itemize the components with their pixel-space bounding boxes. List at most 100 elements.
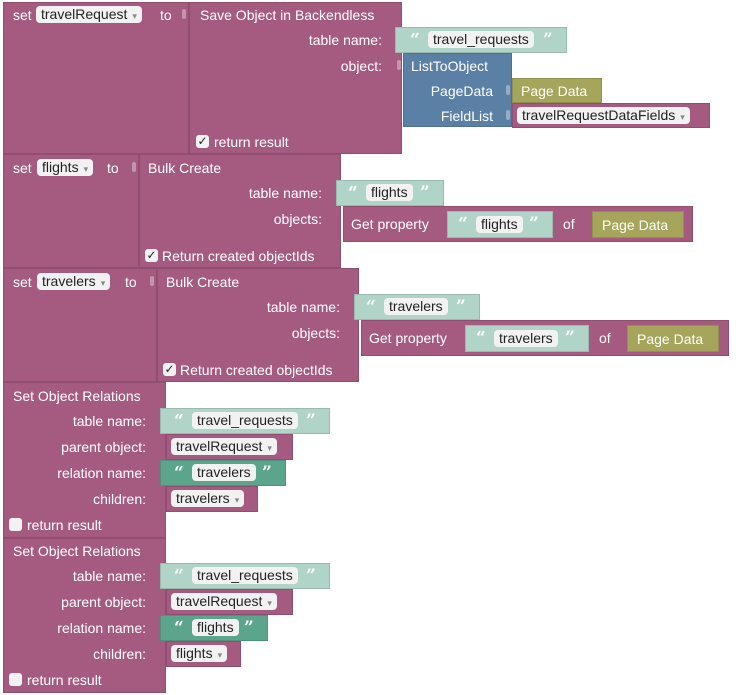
variable-dropdown-fieldlist[interactable]: travelRequestDataFields ▾ [517,107,690,124]
set-relations-title: Set Object Relations [13,543,141,559]
variable-dropdown-flights[interactable]: flights ▾ [37,159,94,176]
text-block-table[interactable] [160,408,330,434]
set-flights-block[interactable] [3,154,139,268]
text-block-property[interactable] [465,325,589,352]
list-to-object-block[interactable] [403,53,512,127]
of-label: of [599,330,611,346]
object-label: object: [340,58,382,74]
input-connector [132,162,136,172]
bulk-create-travelers-block[interactable] [157,268,359,382]
return-ids-checkbox[interactable]: ✓ [163,362,176,376]
page-data-block[interactable] [627,325,719,352]
variable-name: travelRequestDataFields [522,107,676,123]
return-ids-checkbox[interactable]: ✓ [145,248,158,262]
variable-name: travelRequest [41,6,128,22]
set-relations-travelers-block[interactable] [3,382,166,538]
return-result-label: return result [214,134,289,150]
open-quote-icon: “ [174,566,184,586]
close-quote-icon: ” [262,463,272,483]
relation-name-value[interactable]: travelers [192,464,256,481]
table-name-label: table name: [72,568,146,584]
table-name-label: table name: [248,185,322,201]
table-name-value[interactable]: travel_requests [192,412,298,429]
get-property-label: Get property [351,216,429,232]
of-label: of [563,216,575,232]
field-list-param-label: FieldList [440,108,493,124]
variable-name: flights [176,645,213,661]
table-name-value[interactable]: travel_requests [428,31,534,48]
input-connector [150,276,154,286]
table-name-value[interactable]: travel_requests [192,567,298,584]
dropdown-arrow-icon: ▾ [680,112,685,122]
set-relations-title: Set Object Relations [13,388,141,404]
variable-name: travelRequest [176,593,263,609]
relation-name-label: relation name: [57,465,146,481]
open-quote-icon: “ [174,463,184,483]
get-property-label: Get property [369,330,447,346]
open-quote-icon: “ [174,411,184,431]
variable-dropdown-travelrequest[interactable]: travelRequest▾ [36,6,142,23]
list-to-object-title: ListToObject [411,58,489,74]
close-quote-icon: ” [420,183,430,203]
save-object-title: Save Object in Backendless [200,7,375,23]
save-object-block[interactable] [189,2,402,154]
close-quote-icon: ” [543,30,553,50]
parent-object-label: parent object: [61,594,146,610]
page-data-param-label: PageData [430,83,493,99]
set-relations-flights-block[interactable] [3,538,166,693]
bulk-create-title: Bulk Create [148,160,222,176]
set-keyword: set [13,274,32,290]
set-keyword: set [13,160,32,176]
table-name-value[interactable]: flights [366,184,413,201]
variable-dropdown-children[interactable]: travelers ▾ [171,490,245,507]
open-quote-icon: “ [458,214,468,234]
objects-label: objects: [273,211,322,227]
open-quote-icon: “ [366,297,376,317]
close-quote-icon: ” [565,328,575,348]
return-ids-label: Return created objectIds [180,362,333,378]
open-quote-icon: “ [348,183,358,203]
variable-name: travelers [42,273,96,289]
bulk-create-title: Bulk Create [166,274,240,290]
return-ids-label: Return created objectIds [162,248,315,264]
input-connector [182,9,186,19]
objects-label: objects: [291,325,340,341]
variable-name: flights [42,159,79,175]
table-name-label: table name: [308,32,382,48]
dropdown-arrow-icon: ▾ [100,278,106,288]
page-data-block[interactable] [512,78,602,103]
dropdown-arrow-icon: ▾ [83,164,89,174]
variable-name: travelers [176,490,230,506]
page-data-label: Page Data [521,83,588,99]
parent-object-label: parent object: [61,439,146,455]
dropdown-arrow-icon: ▾ [267,598,272,608]
dropdown-arrow-icon: ▾ [234,495,240,505]
table-name-label: table name: [266,299,340,315]
set-travelrequest-block[interactable] [3,2,189,154]
input-connector [506,85,510,95]
variable-dropdown-children[interactable]: flights ▾ [171,645,228,662]
page-data-label: Page Data [602,217,669,233]
return-result-checkbox[interactable] [9,673,22,686]
table-name-value[interactable]: travelers [384,298,448,315]
return-result-label: return result [27,517,102,533]
page-data-block[interactable] [592,211,684,238]
close-quote-icon: ” [529,214,539,234]
children-label: children: [93,491,146,507]
property-name-value[interactable]: flights [476,216,523,233]
close-quote-icon: ” [456,297,466,317]
variable-dropdown-travelers[interactable]: travelers ▾ [37,273,111,290]
variable-dropdown-parent[interactable]: travelRequest▾ [171,438,277,455]
bulk-create-flights-block[interactable] [139,154,341,268]
close-quote-icon: ” [306,566,316,586]
return-result-checkbox[interactable] [9,518,22,531]
return-result-checkbox[interactable]: ✓ [196,134,209,148]
input-connector [397,60,401,70]
to-keyword: to [107,160,119,176]
property-name-value[interactable]: travelers [494,330,558,347]
dropdown-arrow-icon: ▾ [217,650,223,660]
open-quote-icon: “ [410,30,420,50]
set-keyword: set [13,7,32,23]
relation-name-value[interactable]: flights [192,619,239,636]
variable-dropdown-parent[interactable]: travelRequest ▾ [171,593,277,610]
